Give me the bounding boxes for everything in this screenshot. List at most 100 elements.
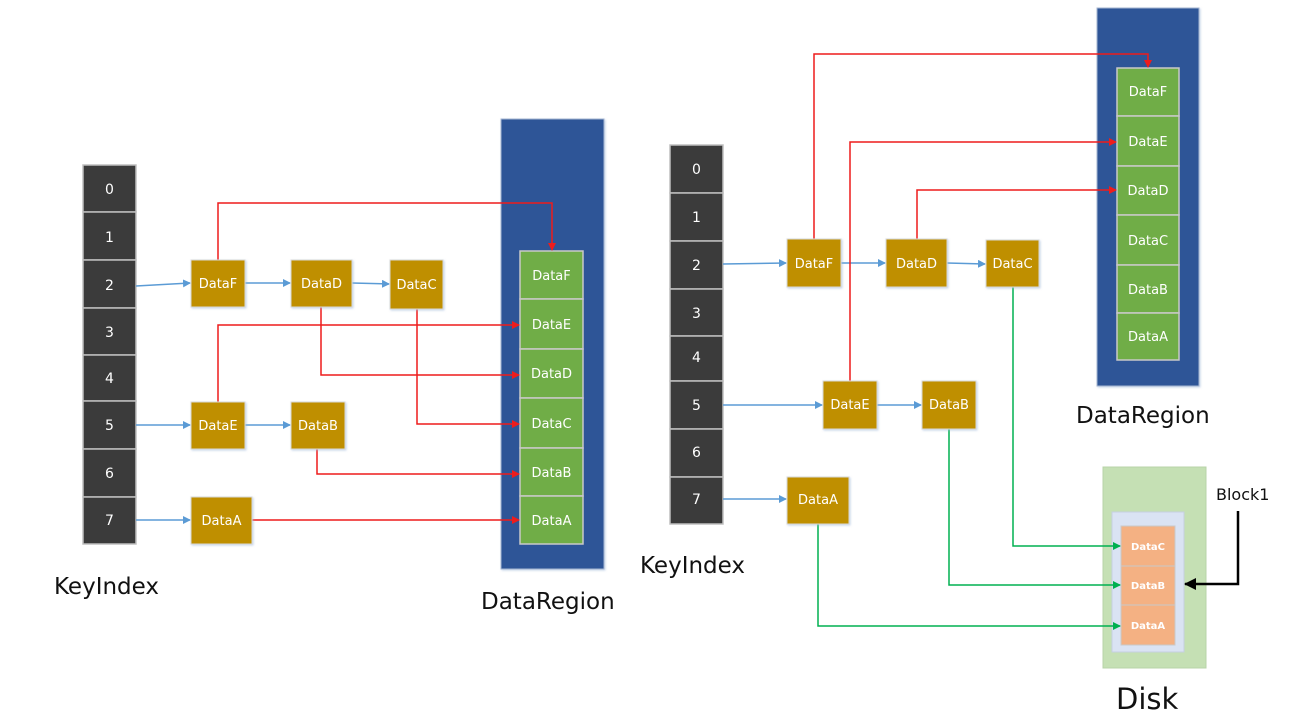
right-diagram: 0 1 2 3 4 5 6 7 KeyIndex DataF DataE Dat… bbox=[640, 7, 1269, 716]
link-datad-region bbox=[916, 186, 1117, 239]
svg-text:DataC: DataC bbox=[396, 278, 436, 293]
link-index2-dataf bbox=[135, 279, 191, 288]
svg-text:DataF: DataF bbox=[532, 269, 571, 284]
left-key-index: 0 1 2 3 4 5 6 7 bbox=[82, 164, 137, 545]
svg-text:DataD: DataD bbox=[896, 257, 937, 272]
index-cell-label: 0 bbox=[105, 182, 114, 198]
link-datae-region bbox=[849, 138, 1117, 381]
left-links bbox=[135, 202, 556, 524]
svg-text:DataB: DataB bbox=[298, 419, 338, 434]
svg-text:3: 3 bbox=[692, 306, 701, 322]
svg-text:DataC: DataC bbox=[1131, 542, 1165, 553]
svg-text:DataE: DataE bbox=[830, 398, 869, 413]
index-cell-label: 2 bbox=[105, 278, 114, 294]
link-datab-region bbox=[316, 449, 520, 478]
disk-label: Disk bbox=[1116, 682, 1178, 716]
svg-text:DataE: DataE bbox=[1128, 135, 1167, 150]
disk-cells: DataC DataB DataA bbox=[1120, 525, 1176, 646]
region-cell-datad: DataD bbox=[1116, 165, 1180, 216]
index-cell-5: 5 bbox=[669, 380, 724, 430]
node-datac: DataC bbox=[389, 259, 444, 310]
link-datab-disk bbox=[948, 429, 1121, 589]
index-cell-label: 5 bbox=[105, 418, 114, 434]
svg-text:DataF: DataF bbox=[795, 257, 834, 272]
svg-text:6: 6 bbox=[692, 445, 701, 461]
svg-text:DataA: DataA bbox=[202, 514, 242, 529]
svg-text:DataE: DataE bbox=[532, 318, 571, 333]
svg-text:DataC: DataC bbox=[992, 257, 1032, 272]
svg-text:DataB: DataB bbox=[532, 466, 572, 481]
svg-text:DataA: DataA bbox=[798, 493, 838, 508]
right-data-region-label: DataRegion bbox=[1076, 403, 1210, 429]
node-datad: DataD bbox=[290, 259, 353, 308]
left-diagram: 0 1 2 3 4 5 6 7 KeyIndex DataF DataE Dat… bbox=[54, 118, 615, 615]
index-cell-label: 6 bbox=[105, 466, 114, 482]
index-cell-4: 4 bbox=[82, 354, 137, 402]
link-index2-dataf bbox=[722, 259, 787, 268]
region-cell-datab: DataB bbox=[519, 447, 584, 497]
node-dataf: DataF bbox=[190, 259, 246, 308]
block1-pointer-arrow bbox=[1184, 511, 1240, 590]
svg-text:DataD: DataD bbox=[301, 277, 342, 292]
svg-text:DataD: DataD bbox=[531, 367, 572, 382]
svg-text:DataD: DataD bbox=[1127, 184, 1168, 199]
index-cell-6: 6 bbox=[82, 448, 137, 498]
region-cell-dataf: DataF bbox=[519, 250, 584, 300]
left-region-cells: DataF DataE DataD DataC DataB DataA bbox=[519, 250, 584, 545]
region-cell-dataf: DataF bbox=[1116, 67, 1180, 117]
svg-text:DataB: DataB bbox=[929, 398, 969, 413]
index-cell-3: 3 bbox=[82, 307, 137, 356]
left-key-index-label: KeyIndex bbox=[54, 574, 159, 600]
svg-text:DataC: DataC bbox=[531, 417, 571, 432]
index-cell-label: 3 bbox=[105, 325, 114, 341]
left-data-region-label: DataRegion bbox=[481, 589, 615, 615]
right-nodes: DataF DataD DataC DataE DataB DataA bbox=[786, 238, 1040, 525]
left-nodes: DataF DataD DataC DataE DataB DataA bbox=[190, 259, 444, 545]
disk-cell-datab: DataB bbox=[1120, 565, 1176, 606]
region-cell-datac: DataC bbox=[519, 397, 584, 449]
region-cell-datae: DataE bbox=[519, 298, 584, 350]
link-dataf-region bbox=[813, 53, 1152, 239]
svg-text:DataF: DataF bbox=[1129, 85, 1168, 100]
region-cell-datae: DataE bbox=[1116, 115, 1180, 167]
index-cell-7: 7 bbox=[82, 496, 137, 545]
node-datae: DataE bbox=[190, 401, 246, 450]
svg-text:0: 0 bbox=[692, 162, 701, 178]
block1-label: Block1 bbox=[1216, 485, 1269, 504]
node-dataf: DataF bbox=[786, 238, 842, 288]
right-region-cells: DataF DataE DataD DataC DataB DataA bbox=[1116, 67, 1180, 361]
svg-text:DataA: DataA bbox=[1128, 330, 1168, 345]
index-cell-1: 1 bbox=[669, 192, 724, 242]
region-cell-datad: DataD bbox=[519, 348, 584, 399]
node-datab: DataB bbox=[921, 380, 977, 430]
link-dataa-disk bbox=[817, 524, 1121, 630]
svg-text:DataA: DataA bbox=[1131, 621, 1166, 632]
index-cell-label: 1 bbox=[105, 230, 114, 246]
index-cell-0: 0 bbox=[82, 164, 137, 213]
index-cell-2: 2 bbox=[82, 259, 137, 309]
link-datae-region bbox=[217, 321, 520, 402]
svg-text:5: 5 bbox=[692, 398, 701, 414]
index-cell-0: 0 bbox=[669, 144, 724, 194]
svg-text:DataA: DataA bbox=[532, 514, 572, 529]
svg-text:2: 2 bbox=[692, 258, 701, 274]
index-cell-label: 7 bbox=[105, 513, 114, 529]
disk-cell-dataa: DataA bbox=[1120, 604, 1176, 646]
svg-text:DataC: DataC bbox=[1128, 234, 1168, 249]
link-datad-datac bbox=[946, 259, 986, 268]
node-datad: DataD bbox=[885, 238, 948, 288]
region-cell-dataa: DataA bbox=[519, 495, 584, 545]
region-cell-dataa: DataA bbox=[1116, 312, 1180, 361]
svg-text:DataE: DataE bbox=[198, 419, 237, 434]
svg-text:4: 4 bbox=[692, 350, 701, 366]
index-cell-1: 1 bbox=[82, 211, 137, 261]
index-cell-4: 4 bbox=[669, 335, 724, 382]
index-cell-5: 5 bbox=[82, 400, 137, 450]
index-cell-6: 6 bbox=[669, 428, 724, 478]
link-datac-disk bbox=[1012, 287, 1121, 550]
node-dataa: DataA bbox=[190, 496, 253, 545]
region-cell-datac: DataC bbox=[1116, 214, 1180, 266]
svg-text:DataF: DataF bbox=[199, 277, 238, 292]
right-key-index-label: KeyIndex bbox=[640, 553, 745, 579]
